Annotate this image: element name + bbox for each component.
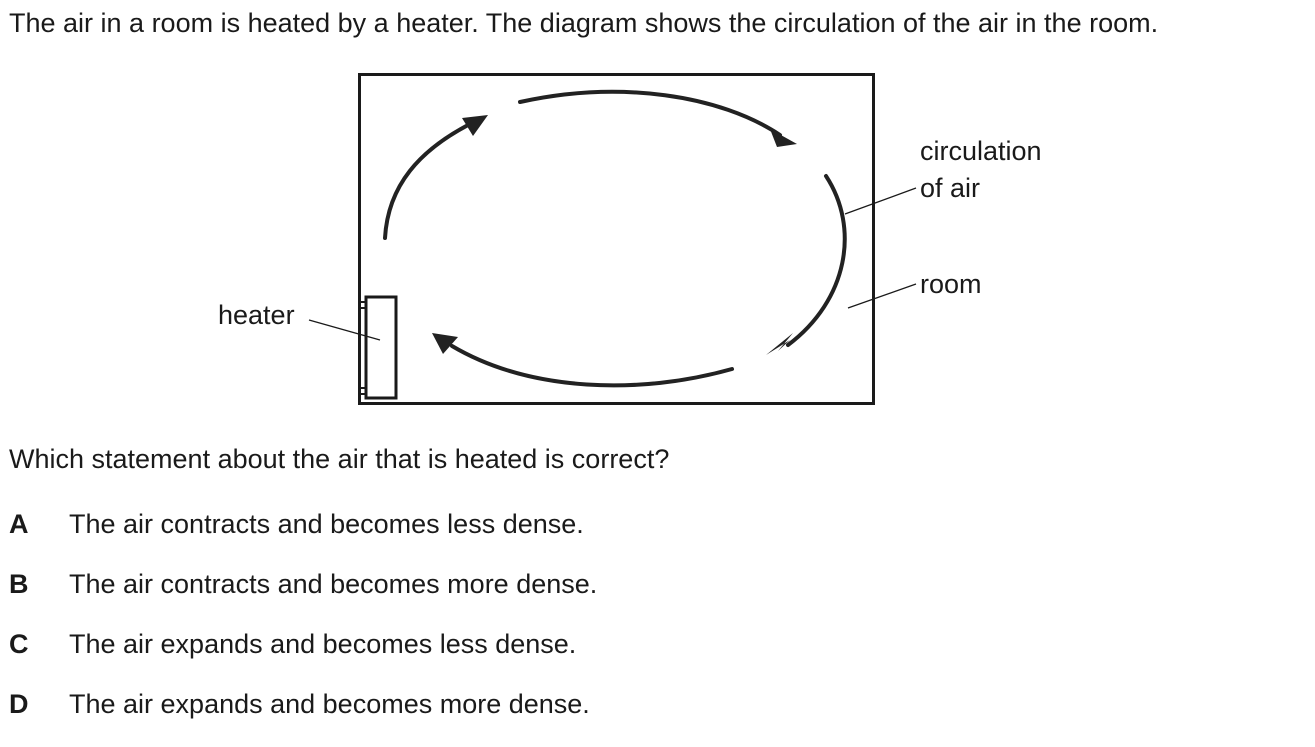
question-text: Which statement about the air that is he… bbox=[9, 444, 670, 474]
label-heater: heater bbox=[218, 300, 295, 330]
room-leader-line bbox=[847, 283, 917, 309]
label-room: room bbox=[920, 269, 982, 299]
option-b-text: The air contracts and becomes more dense… bbox=[69, 569, 598, 599]
option-b[interactable]: B The air contracts and becomes more den… bbox=[9, 567, 597, 627]
arrowhead-top bbox=[770, 129, 797, 147]
option-c[interactable]: C The air expands and becomes less dense… bbox=[9, 627, 597, 687]
arc-top bbox=[518, 89, 782, 137]
label-of-air: of air bbox=[920, 173, 980, 203]
arrowhead-left-up bbox=[462, 115, 488, 136]
option-a-letter: A bbox=[9, 509, 29, 539]
option-a[interactable]: A The air contracts and becomes less den… bbox=[9, 507, 597, 567]
option-d-text: The air expands and becomes more dense. bbox=[69, 689, 590, 719]
arc-right bbox=[786, 174, 847, 347]
arc-bottom bbox=[450, 344, 734, 388]
room-outline bbox=[358, 73, 875, 405]
heater-leader-line bbox=[308, 319, 381, 341]
heater bbox=[359, 295, 398, 400]
option-d[interactable]: D The air expands and becomes more dense… bbox=[9, 687, 597, 747]
intro-text: The air in a room is heated by a heater.… bbox=[9, 8, 1159, 38]
arc-left-up bbox=[383, 122, 472, 240]
option-c-letter: C bbox=[9, 629, 29, 659]
label-circulation: circulation bbox=[920, 136, 1042, 166]
circulation-arrows bbox=[383, 89, 847, 388]
option-d-letter: D bbox=[9, 689, 29, 719]
circulation-leader-line bbox=[844, 187, 917, 215]
arrowhead-right bbox=[766, 333, 793, 355]
option-b-letter: B bbox=[9, 569, 29, 599]
answer-options: A The air contracts and becomes less den… bbox=[9, 507, 597, 747]
option-c-text: The air expands and becomes less dense. bbox=[69, 629, 577, 659]
arrowhead-bottom bbox=[432, 333, 458, 354]
option-a-text: The air contracts and becomes less dense… bbox=[69, 509, 584, 539]
room-circulation-diagram: circulation of air room heater bbox=[218, 73, 1042, 405]
